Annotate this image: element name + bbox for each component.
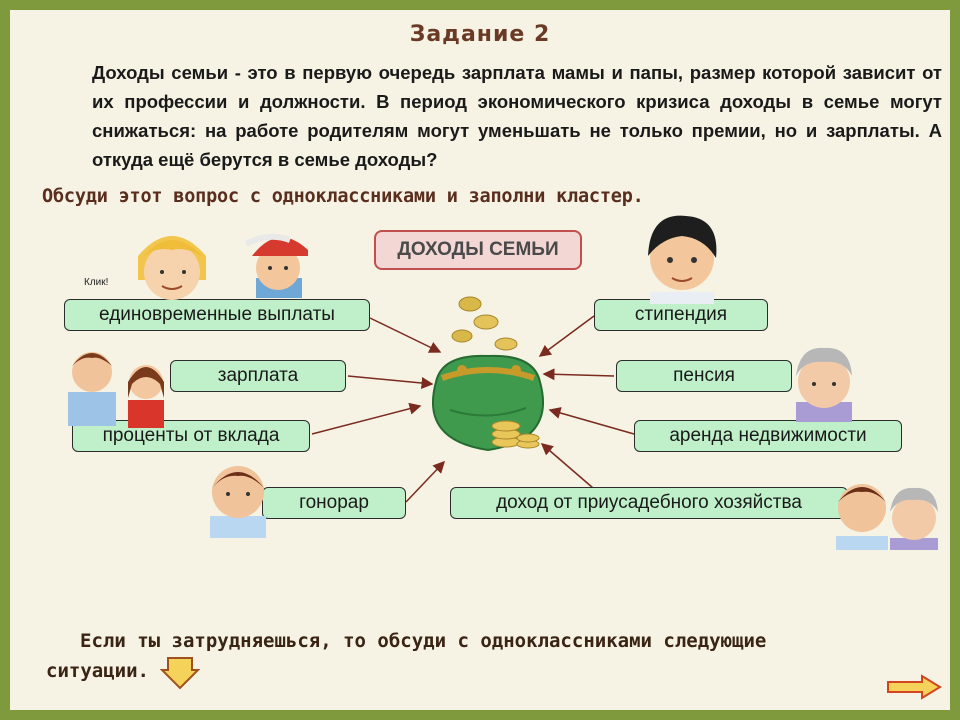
pill-lump-sum[interactable]: единовременные выплаты: [64, 299, 370, 331]
pill-scholarship[interactable]: стипендия: [594, 299, 768, 331]
bottom-line-2: ситуации.: [46, 660, 149, 682]
cluster-center: ДОХОДЫ СЕМЬИ: [374, 230, 582, 270]
instruction-text: Обсуди этот вопрос с одноклассниками и з…: [42, 186, 644, 207]
boy-icon: [210, 466, 266, 538]
pill-property-rent[interactable]: аренда недвижимости: [634, 420, 902, 452]
arrow-fee: [405, 460, 446, 503]
bottom-prompt: Если ты затрудняешься, то обсуди с однок…: [46, 626, 906, 686]
blond-boy-icon: [138, 236, 206, 300]
next-arrow-icon[interactable]: [886, 674, 942, 700]
arrow-farm: [540, 443, 601, 495]
grandparents-icon: [836, 484, 938, 550]
arrow-pension: [542, 368, 615, 381]
dark-haired-boy-icon: [648, 215, 717, 304]
slide: Задание 2 Доходы семьи - это в первую оч…: [10, 10, 950, 710]
down-arrow-icon[interactable]: [160, 656, 200, 690]
intro-paragraph: Доходы семьи - это в первую очередь зарп…: [92, 62, 942, 170]
children-illustrations: [68, 215, 938, 550]
click-label: Клик!: [84, 277, 109, 288]
cap-boy-icon: [244, 233, 308, 298]
cluster-arrows: [311, 315, 635, 503]
pill-salary[interactable]: зарплата: [170, 360, 346, 392]
arrow-lump-sum: [369, 317, 442, 353]
arrow-rent: [548, 407, 635, 435]
arrow-salary: [347, 375, 434, 389]
pill-pension[interactable]: пенсия: [616, 360, 792, 392]
parent-child-icon: [68, 352, 164, 428]
arrow-scholarship: [538, 315, 595, 357]
arrow-interest: [311, 402, 422, 435]
purse-icon: [431, 296, 545, 452]
pill-household-farm[interactable]: доход от приусадебного хозяйства: [450, 487, 848, 519]
pill-fee[interactable]: гонорар: [262, 487, 406, 519]
grandmother-icon: [796, 347, 852, 422]
task-title: Задание 2: [409, 22, 551, 47]
bottom-line-1: Если ты затрудняешься, то обсуди с однок…: [80, 630, 767, 652]
